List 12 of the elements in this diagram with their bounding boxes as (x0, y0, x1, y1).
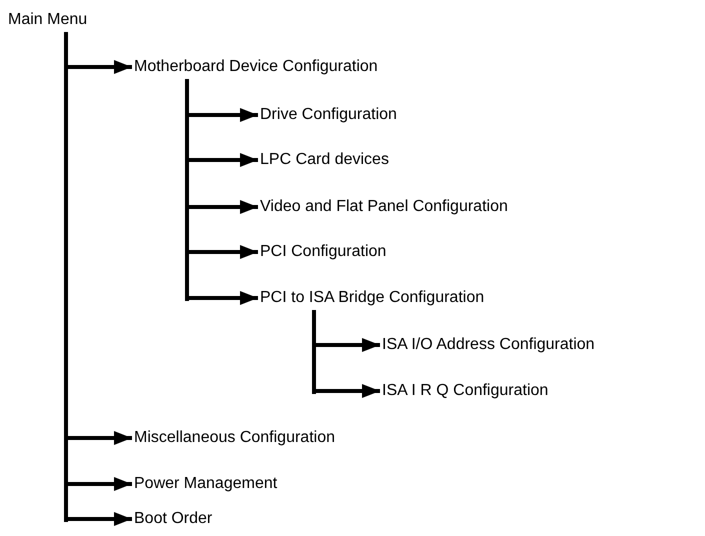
menu-item: LPC Card devices (260, 150, 389, 170)
menu-item: Main Menu (8, 10, 88, 30)
menu-item: Boot Order (134, 509, 212, 529)
menu-item: ISA I R Q Configuration (382, 381, 548, 401)
menu-item: Motherboard Device Configuration (134, 57, 378, 77)
menu-item: Miscellaneous Configuration (134, 428, 335, 448)
menu-item: PCI to ISA Bridge Configuration (260, 288, 484, 308)
menu-item: Power Management (134, 474, 278, 494)
menu-item: ISA I/O Address Configuration (382, 335, 595, 355)
menu-item: PCI Configuration (260, 242, 386, 262)
menu-item: Video and Flat Panel Configuration (260, 197, 508, 217)
menu-item: Drive Configuration (260, 105, 397, 125)
